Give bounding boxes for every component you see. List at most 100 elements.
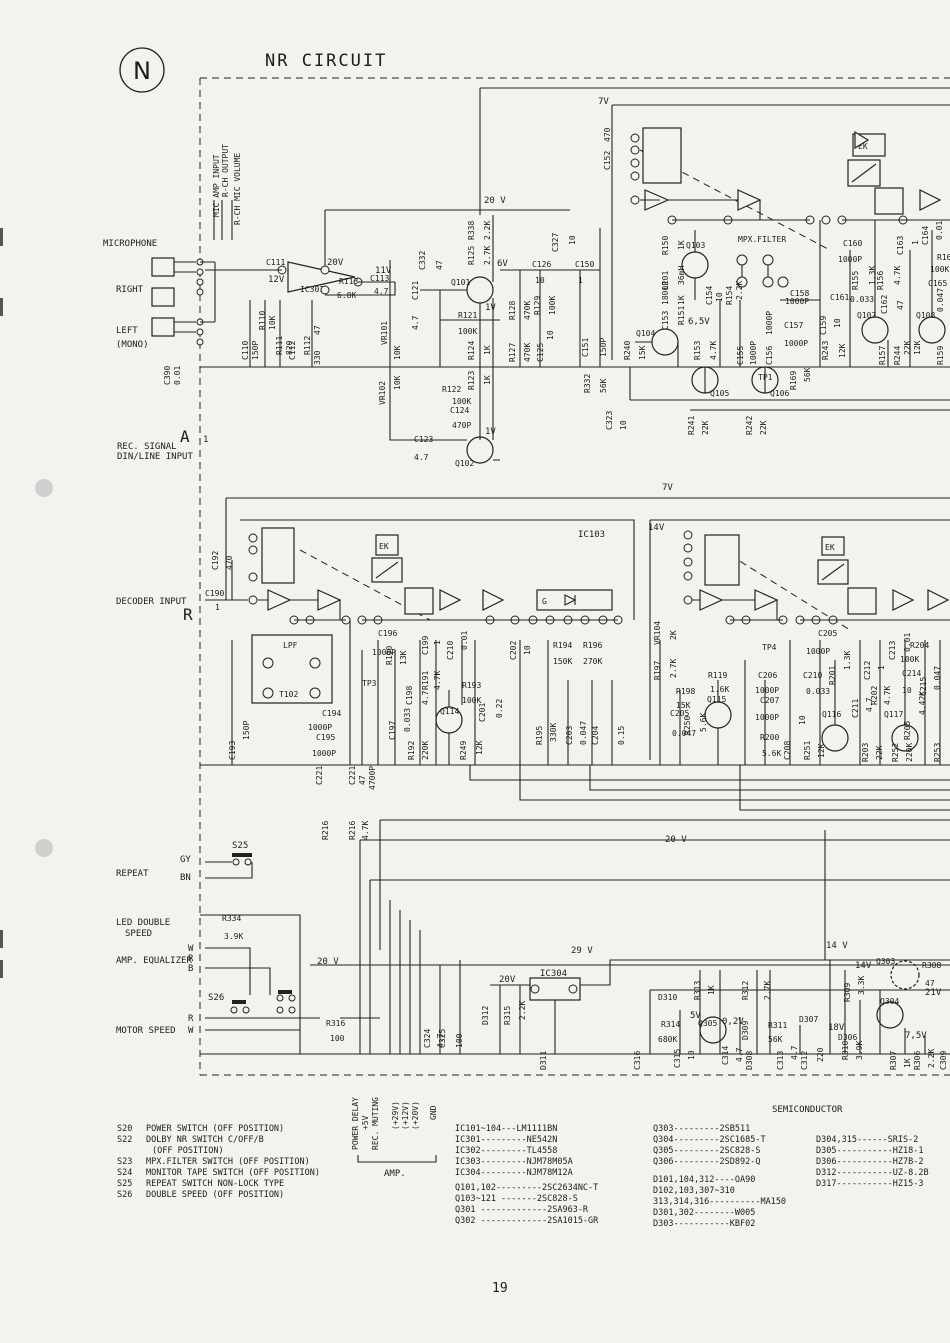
svg-text:AMP.: AMP. bbox=[384, 1169, 406, 1179]
svg-text:TP1: TP1 bbox=[758, 373, 773, 382]
svg-text:470K: 470K bbox=[523, 301, 532, 320]
svg-text:R251: R251 bbox=[803, 741, 812, 760]
svg-text:56K: 56K bbox=[803, 367, 812, 382]
svg-text:0.22: 0.22 bbox=[495, 699, 504, 718]
svg-text:0.01: 0.01 bbox=[460, 631, 469, 650]
svg-text:C124: C124 bbox=[450, 406, 469, 415]
svg-text:47: 47 bbox=[358, 775, 367, 785]
svg-text:313,314,316----------MA150: 313,314,316----------MA150 bbox=[653, 1197, 786, 1207]
svg-text:D102,103,307~310: D102,103,307~310 bbox=[653, 1186, 735, 1196]
svg-text:1000P: 1000P bbox=[312, 749, 336, 758]
svg-text:R122: R122 bbox=[442, 385, 461, 394]
svg-text:6.8K: 6.8K bbox=[337, 291, 356, 300]
s25-label: S25 bbox=[232, 841, 248, 851]
svg-text:47: 47 bbox=[896, 300, 905, 310]
ic301-label: IC301 bbox=[300, 285, 324, 294]
svg-text:R128: R128 bbox=[508, 301, 517, 320]
label-amp-equalizer: AMP. EQUALIZER bbox=[116, 956, 192, 966]
section-letter: N bbox=[133, 57, 151, 85]
svg-text:1: 1 bbox=[203, 435, 208, 445]
svg-text:0.033: 0.033 bbox=[850, 295, 874, 304]
svg-text:13K: 13K bbox=[399, 650, 408, 665]
svg-text:1.3K: 1.3K bbox=[868, 266, 877, 285]
svg-text:Q105: Q105 bbox=[710, 389, 729, 398]
svg-text:D101,104,312----OA90: D101,104,312----OA90 bbox=[653, 1175, 755, 1185]
svg-text:C221: C221 bbox=[315, 766, 324, 785]
svg-text:220K: 220K bbox=[421, 741, 430, 760]
svg-text:C163: C163 bbox=[896, 236, 905, 255]
svg-text:MIC AMP INPUT: MIC AMP INPUT bbox=[212, 154, 221, 217]
svg-text:470K: 470K bbox=[523, 343, 532, 362]
svg-text:C203: C203 bbox=[565, 726, 574, 745]
svg-text:1: 1 bbox=[578, 276, 583, 285]
svg-text:GY: GY bbox=[180, 855, 191, 865]
svg-text:1000P: 1000P bbox=[308, 723, 332, 732]
svg-text:4.7: 4.7 bbox=[436, 1033, 445, 1048]
svg-text:(+29V): (+29V) bbox=[391, 1101, 400, 1130]
svg-text:Q304---------2SC1685-T: Q304---------2SC1685-T bbox=[653, 1135, 766, 1145]
svg-text:DOUBLE SPEED (OFF POSITION: DOUBLE SPEED (OFF POSITION) bbox=[146, 1190, 284, 1200]
svg-text:R119: R119 bbox=[708, 671, 727, 680]
svg-text:C195: C195 bbox=[316, 733, 335, 742]
svg-text:Q101,102---------2SC2634NC-T: Q101,102---------2SC2634NC-T bbox=[455, 1183, 598, 1193]
svg-text:470P: 470P bbox=[452, 421, 471, 430]
svg-text:Q103~121 -------2SC828-S: Q103~121 -------2SC828-S bbox=[455, 1194, 578, 1204]
svg-text:3.9K: 3.9K bbox=[224, 932, 243, 941]
svg-text:C154: C154 bbox=[705, 286, 714, 305]
t102-label: T102 bbox=[279, 690, 298, 699]
svg-text:47: 47 bbox=[435, 260, 444, 270]
svg-text:Q107: Q107 bbox=[857, 311, 876, 320]
svg-text:1: 1 bbox=[877, 665, 886, 670]
svg-text:Q103: Q103 bbox=[686, 241, 705, 250]
svg-text:1000P: 1000P bbox=[765, 311, 774, 335]
svg-text:7,5V: 7,5V bbox=[905, 1031, 927, 1041]
svg-text:R127: R127 bbox=[508, 343, 517, 362]
svg-text:R159: R159 bbox=[936, 346, 945, 365]
svg-text:4.7: 4.7 bbox=[411, 315, 420, 330]
svg-text:R190: R190 bbox=[385, 646, 394, 665]
svg-text:D311: D311 bbox=[539, 1051, 548, 1070]
svg-text:4.7: 4.7 bbox=[421, 690, 430, 705]
svg-text:BN: BN bbox=[180, 873, 191, 883]
svg-text:1000P: 1000P bbox=[785, 297, 809, 306]
svg-text:GND: GND bbox=[429, 1105, 438, 1120]
svg-text:100K: 100K bbox=[548, 296, 557, 315]
svg-text:R-CH OUTPUT: R-CH OUTPUT bbox=[221, 144, 230, 197]
svg-text:C113: C113 bbox=[370, 274, 389, 283]
svg-text:10: 10 bbox=[798, 715, 807, 725]
svg-text:VR101: VR101 bbox=[380, 321, 389, 345]
svg-text:22K: 22K bbox=[759, 420, 768, 435]
svg-text:0.047: 0.047 bbox=[672, 729, 696, 738]
svg-text:12K: 12K bbox=[913, 340, 922, 355]
svg-text:18V: 18V bbox=[828, 1023, 845, 1033]
svg-text:330K: 330K bbox=[549, 723, 558, 742]
svg-text:G: G bbox=[542, 597, 547, 606]
svg-text:R338: R338 bbox=[467, 221, 476, 240]
svg-text:4.7: 4.7 bbox=[374, 287, 389, 296]
svg-text:2.2K: 2.2K bbox=[735, 281, 744, 300]
svg-text:20V: 20V bbox=[327, 258, 344, 268]
svg-text:R198: R198 bbox=[676, 687, 695, 696]
svg-text:A: A bbox=[180, 427, 190, 446]
svg-text:2.2K: 2.2K bbox=[927, 1049, 936, 1068]
svg-text:R124: R124 bbox=[467, 341, 476, 360]
svg-text:4.7K: 4.7K bbox=[361, 821, 370, 840]
svg-text:5V: 5V bbox=[690, 1011, 701, 1021]
ic-legend: IC101~104---LM1111BN IC301---------NE542… bbox=[455, 1124, 599, 1226]
svg-text:R121: R121 bbox=[458, 311, 477, 320]
svg-text:C212: C212 bbox=[863, 661, 872, 680]
svg-text:C324: C324 bbox=[423, 1029, 432, 1048]
svg-text:R125: R125 bbox=[467, 246, 476, 265]
svg-text:4.7: 4.7 bbox=[790, 1045, 799, 1060]
svg-text:10: 10 bbox=[546, 330, 555, 340]
svg-text:Q305---------2SC828-S: Q305---------2SC828-S bbox=[653, 1146, 760, 1156]
svg-text:R191: R191 bbox=[421, 671, 430, 690]
svg-text:C198: C198 bbox=[405, 686, 414, 705]
svg-text:1000P: 1000P bbox=[806, 647, 830, 656]
svg-text:10K: 10K bbox=[393, 375, 402, 390]
svg-text:R314: R314 bbox=[661, 1020, 680, 1029]
svg-text:2.7K: 2.7K bbox=[763, 981, 772, 1000]
svg-text:C152: C152 bbox=[603, 151, 612, 170]
svg-text:TP4: TP4 bbox=[762, 643, 777, 652]
svg-text:C161: C161 bbox=[830, 293, 849, 302]
